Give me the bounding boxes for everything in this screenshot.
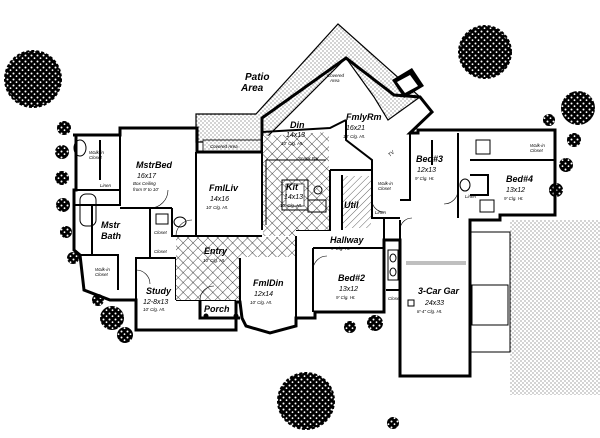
room-labels: Patio Area Din 14x13 10' Clg. Ht. FmlyRm… (101, 72, 533, 314)
bath-fixtures (73, 139, 495, 281)
shrubs-right (344, 114, 581, 429)
fmlyrm-dims: 16x21 (346, 125, 365, 132)
bed2-dims: 13x12 (339, 286, 358, 293)
closet-bed2: Closet (388, 296, 402, 301)
covered-area-left-note: Covered Area (210, 144, 238, 149)
din-dims: 14x13 (286, 132, 305, 139)
entry-name: Entry (204, 246, 228, 256)
mstrbed-dims: 16x17 (137, 173, 157, 180)
fmldin-note: 10' Clg. Ht. (250, 300, 272, 305)
small-notes: Covered Area Covered Area Walk-in Closet… (89, 73, 545, 301)
kitchen-fixtures (265, 159, 327, 225)
fmldin-name: FmlDin (253, 278, 284, 288)
fireplace (392, 68, 424, 98)
mstrbed-note-2: from 9' to 10' (133, 187, 159, 192)
tree-bottom-center (277, 372, 335, 430)
patio-label: Patio (245, 72, 269, 83)
covered-area-top-note: Covered (327, 73, 345, 78)
driveway (510, 220, 600, 395)
mstrbath-name: Mstr (101, 220, 120, 230)
mstrbath-name-2: Bath (101, 231, 122, 241)
walkin-closet-bath: Walk-in (95, 267, 110, 272)
bed3-dims: 12x13 (417, 167, 436, 174)
din-note: 10' Clg. Ht. (281, 141, 303, 146)
walkin-closet-master: Walk-in (89, 150, 104, 155)
snack-bar-note: Snack Bar (298, 156, 319, 161)
fmldin-dims: 12x14 (254, 291, 273, 298)
walkin-closet-bath-2: Closet (95, 272, 109, 277)
fmlliv-name: FmlLiv (209, 183, 239, 193)
study-note: 10' Clg. Ht. (143, 307, 165, 312)
study-dims: 12-8x13 (143, 299, 168, 306)
linen-hall: Linen (375, 210, 387, 215)
walkin-closet-bed3: Walk-in (378, 181, 393, 186)
hallway-name: Hallway (330, 235, 365, 245)
tree-top-right (458, 25, 512, 79)
hallway-note: 9' Clg. Ht. (331, 246, 351, 251)
closet-entry: Closet (154, 230, 168, 235)
fmlliv-note: 10' Clg. Ht. (206, 205, 228, 210)
linen-bed3: Linen (465, 194, 477, 199)
garage-note: 8'-4" Clg. Ht. (417, 309, 442, 314)
patio-paving (195, 23, 421, 143)
tree-right-edge (561, 91, 595, 125)
walkin-closet-master-2: Closet (89, 155, 103, 160)
walkin-closet-bed4: Walk-in (530, 143, 545, 148)
bed3-note: 9' Clg. Ht. (415, 176, 435, 181)
tv-note: TV (387, 149, 396, 158)
bed4-name: Bed#4 (506, 174, 533, 184)
walkin-closet-bed3-2: Closet (378, 186, 392, 191)
walkin-closet-bed4-2: Closet (530, 148, 544, 153)
porch-name: Porch (204, 304, 230, 314)
bed4-note: 9' Clg. Ht. (504, 196, 524, 201)
closet-entry-2: Closet (154, 249, 168, 254)
bed2-name: Bed#2 (338, 273, 365, 283)
bed2-note: 9' Clg. Ht. (336, 295, 356, 300)
bed4-dims: 13x12 (506, 187, 525, 194)
garage-name: 3-Car Gar (418, 286, 460, 296)
kit-dims: 14x13 (284, 194, 303, 201)
kit-name: Kit (286, 182, 299, 192)
garage-dims: 24x33 (424, 300, 444, 307)
mstrbed-note: Box Ceiling (133, 181, 156, 186)
tree-top-left (4, 50, 62, 108)
bed3-name: Bed#3 (416, 154, 443, 164)
garage-details (404, 231, 511, 377)
fmlliv-dims: 14x16 (210, 196, 229, 203)
doors (135, 189, 459, 301)
patio-label-2: Area (240, 83, 264, 94)
din-name: Din (290, 120, 305, 130)
util-name: Util (344, 200, 359, 210)
fmlyrm-name: FmlyRm (346, 112, 382, 122)
shrubs-left (55, 121, 133, 343)
covered-area-top-note-2: Area (329, 78, 340, 83)
entry-note: 10' Clg. Ht. (203, 258, 225, 263)
study-name: Study (146, 286, 172, 296)
kit-note: 10' Clg. Ht. (280, 203, 302, 208)
mstrbed-name: MstrBed (136, 160, 173, 170)
porch (198, 300, 240, 320)
fmlyrm-note: 10' Clg. Ht. (343, 134, 365, 139)
linen-master: Linen (100, 183, 112, 188)
